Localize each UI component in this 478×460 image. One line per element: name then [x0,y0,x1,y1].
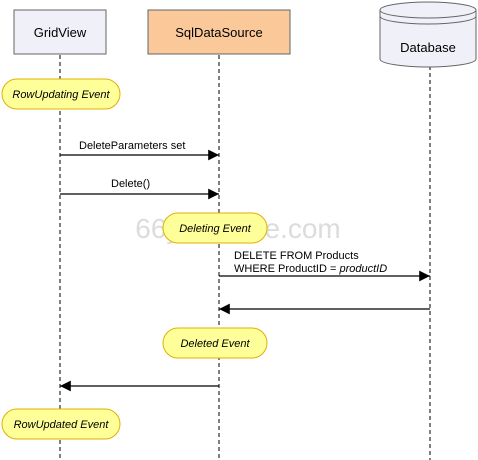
database-cylinder-body [379,10,477,68]
deleted-event: Deleted Event [162,327,268,359]
sql-line-2: WHERE ProductID = productID [234,263,387,275]
sql-line-1: DELETE FROM Products [234,250,359,262]
rowupdated-event-box [1,408,121,440]
rowupdating-event-label: RowUpdating Event [12,89,110,101]
delete-call-label: Delete() [111,178,150,190]
sql-line-2-param: productID [338,263,387,275]
gridview-actor: GridView [13,9,107,55]
deleting-event-box [162,212,268,244]
sqldatasource-box [147,9,291,55]
delete-parameters-message: DeleteParameters set [60,140,219,161]
rowupdating-event-box [1,78,121,110]
rowupdated-event-label: RowUpdated Event [14,419,110,431]
rowupdating-event: RowUpdating Event [1,78,121,110]
database-cylinder-ring [379,15,477,25]
database-actor: Database [379,1,477,68]
deleted-event-box [162,327,268,359]
delete-parameters-label: DeleteParameters set [79,140,185,152]
gridview-label: GridView [34,25,87,40]
deleting-event-label: Deleting Event [179,223,251,235]
deleted-event-label: Deleted Event [180,338,250,350]
delete-call-message: Delete() [60,178,219,200]
sqldatasource-label: SqlDataSource [175,25,262,40]
rowupdated-event: RowUpdated Event [1,408,121,440]
database-label: Database [400,40,456,55]
database-cylinder-top [379,1,477,19]
sqldatasource-actor: SqlDataSource [147,9,291,55]
gridview-box [13,9,107,55]
sql-delete-message: DELETE FROM Products WHERE ProductID = p… [219,250,430,282]
sql-line-2-prefix: WHERE ProductID = [234,263,339,275]
deleting-event: Deleting Event [162,212,268,244]
